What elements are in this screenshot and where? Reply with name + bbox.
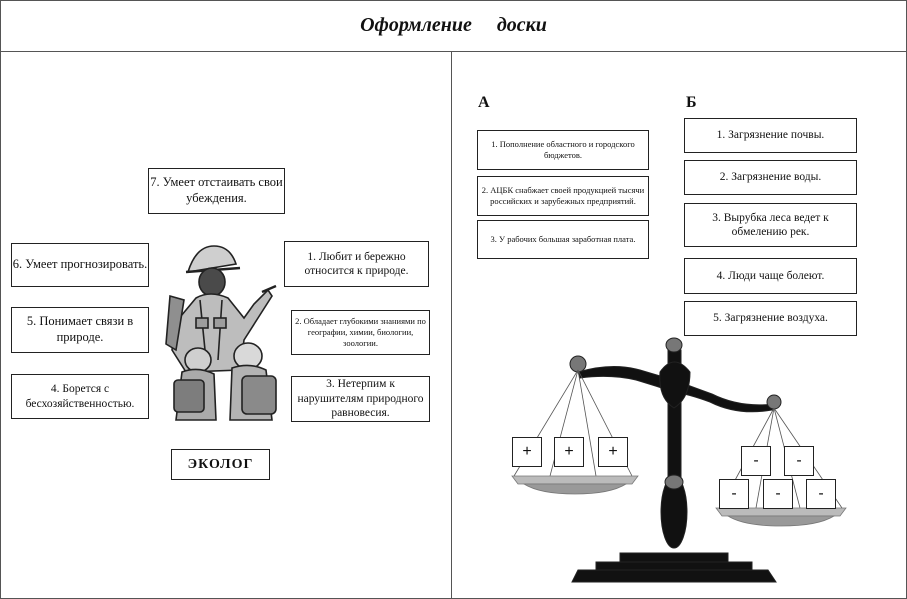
column-a-item-1: 1. Пополнение областного и городского бю… (477, 130, 649, 170)
minus-box-3: - (719, 479, 749, 509)
column-b-item-1: 1. Загрязнение почвы. (684, 118, 857, 153)
quality-box-5: 5. Понимает связи в природе. (11, 307, 149, 353)
minus-box-1: - (741, 446, 771, 476)
quality-box-6: 6. Умеет прогнозировать. (11, 243, 149, 287)
quality-box-2: 2. Обладает глубокими знаниями по геогра… (291, 310, 430, 355)
column-b-heading: Б (686, 94, 697, 111)
column-a-item-2: 2. АЦБК снабжает своей продукцией тысячи… (477, 176, 649, 216)
ecologist-caption: ЭКОЛОГ (171, 449, 270, 480)
quality-box-3: 3. Нетерпим к нарушителям природного рав… (291, 376, 430, 422)
minus-box-2: - (784, 446, 814, 476)
column-b-item-5: 5. Загрязнение воздуха. (684, 301, 857, 336)
column-a-item-3: 3. У рабочих большая заработная плата. (477, 220, 649, 259)
panel-divider (451, 52, 452, 599)
quality-box-4: 4. Борется с бесхозяйственностью. (11, 374, 149, 419)
quality-box-1: 1. Любит и бережно относится к природе. (284, 241, 429, 287)
quality-box-7: 7. Умеет отстаивать свои убеждения. (148, 168, 285, 214)
plus-box-1: + (512, 437, 542, 467)
plus-box-3: + (598, 437, 628, 467)
column-b-item-4: 4. Люди чаще болеют. (684, 258, 857, 294)
minus-box-5: - (806, 479, 836, 509)
column-a-heading: А (478, 94, 490, 111)
column-b-item-3: 3. Вырубка леса ведет к обмелению рек. (684, 203, 857, 247)
plus-box-2: + (554, 437, 584, 467)
board-title: Оформление доски (0, 0, 907, 52)
column-b-item-2: 2. Загрязнение воды. (684, 160, 857, 195)
minus-box-4: - (763, 479, 793, 509)
